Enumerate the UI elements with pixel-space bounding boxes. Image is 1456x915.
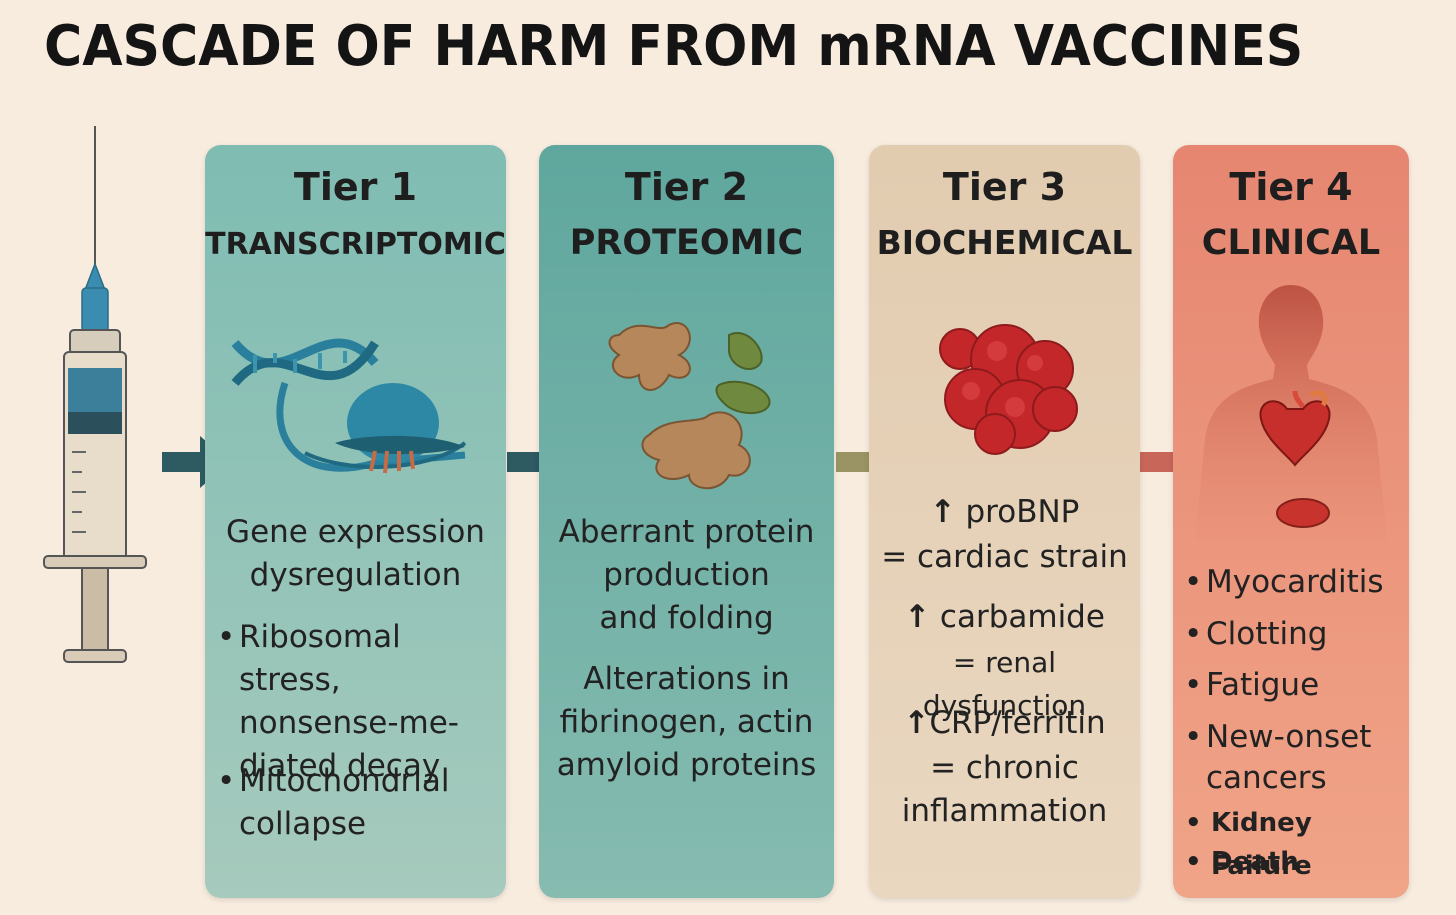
tier-2-panel: Tier 2 PROTEOMIC Aberrant protein produc… xyxy=(539,145,834,898)
arrow-up-icon: ↑ xyxy=(903,705,930,741)
list-item-line: nonsense-me- xyxy=(239,705,459,741)
text-line: production xyxy=(603,557,770,593)
list-item: • Ribosomal stress, nonsense-me- diated … xyxy=(217,616,506,788)
outcome-text: Kidney Failure xyxy=(1211,808,1312,881)
list-item: • Mitochondrial collapse xyxy=(217,760,450,846)
tier-category: BIOCHEMICAL xyxy=(876,223,1133,262)
outcome-text: Fatigue xyxy=(1206,667,1320,703)
tier-label: Tier 1 xyxy=(293,165,418,209)
marker-meaning: = cardiac strain xyxy=(881,539,1128,575)
tier-label: Tier 3 xyxy=(942,165,1067,209)
marker-name: carbamide xyxy=(939,599,1105,635)
page-title: CASCADE OF HARM FROM mRNA VACCINES xyxy=(44,14,1304,79)
outcome-text: cancers xyxy=(1206,760,1327,796)
tier-label: Tier 2 xyxy=(624,165,749,209)
list-item-line: collapse xyxy=(239,806,367,842)
list-item-line: Mitochondrial xyxy=(239,763,450,799)
syringe-icon xyxy=(43,126,147,663)
lead-text-line: dysregulation xyxy=(249,557,462,593)
list-item-line: Ribosomal stress, xyxy=(239,619,401,698)
protein-aggregate-icon xyxy=(608,322,771,490)
marker-meaning: inflammation xyxy=(901,793,1108,829)
marker-meaning: = chronic xyxy=(930,750,1079,786)
list-item: •Kidney Failure xyxy=(1185,808,1312,881)
arrow-up-icon: ↑ xyxy=(929,494,956,530)
outcome-text: Clotting xyxy=(1206,616,1328,652)
list-item: •Death xyxy=(1185,847,1299,877)
marker-line: ↑CRP/ferritin xyxy=(869,702,1140,745)
marker-line: ↑ carbamide xyxy=(869,596,1140,639)
tier-1-panel: Tier 1 TRANSCRIPTOMIC Gene expression dy… xyxy=(205,145,506,898)
list-item: •Clotting xyxy=(1184,616,1328,652)
tier-category: CLINICAL xyxy=(1201,223,1381,263)
tier-3-panel: Tier 3 BIOCHEMICAL ↑ proBNP = cardiac st… xyxy=(869,145,1140,898)
blood-cells-icon xyxy=(939,324,1078,455)
arrow-up-icon: ↑ xyxy=(904,599,931,635)
dna-ribosome-icon xyxy=(231,338,467,474)
text-line: and folding xyxy=(599,600,774,636)
list-item: •Myocarditis xyxy=(1184,564,1384,600)
marker-meaning: = renal dysfunction xyxy=(922,646,1087,722)
tier-category: PROTEOMIC xyxy=(569,223,804,263)
list-item: •Fatigue xyxy=(1184,667,1320,703)
lead-text-line: Gene expression xyxy=(226,514,485,550)
marker-line: ↑ proBNP xyxy=(869,491,1140,534)
list-item: • New-onset cancers xyxy=(1184,716,1372,800)
outcome-text: New-onset xyxy=(1206,719,1372,755)
text-line: Aberrant protein xyxy=(558,514,815,550)
outcome-text: Myocarditis xyxy=(1206,564,1384,600)
marker-name: CRP/ferritin xyxy=(929,705,1106,741)
outcome-text: Death xyxy=(1211,847,1299,877)
tier-label: Tier 4 xyxy=(1229,165,1353,209)
tier-category: TRANSCRIPTOMIC xyxy=(205,227,506,262)
text-line: amyloid proteins xyxy=(556,747,817,783)
text-line: fibrinogen, actin xyxy=(559,704,814,740)
human-body-icon xyxy=(1195,285,1387,539)
list-item-line: diated decay xyxy=(239,748,441,784)
tier-4-panel: Tier 4 CLINICAL •Myocarditis •Clotting •… xyxy=(1173,145,1409,898)
text-line: Alterations in xyxy=(583,661,790,697)
marker-name: proBNP xyxy=(965,494,1080,530)
